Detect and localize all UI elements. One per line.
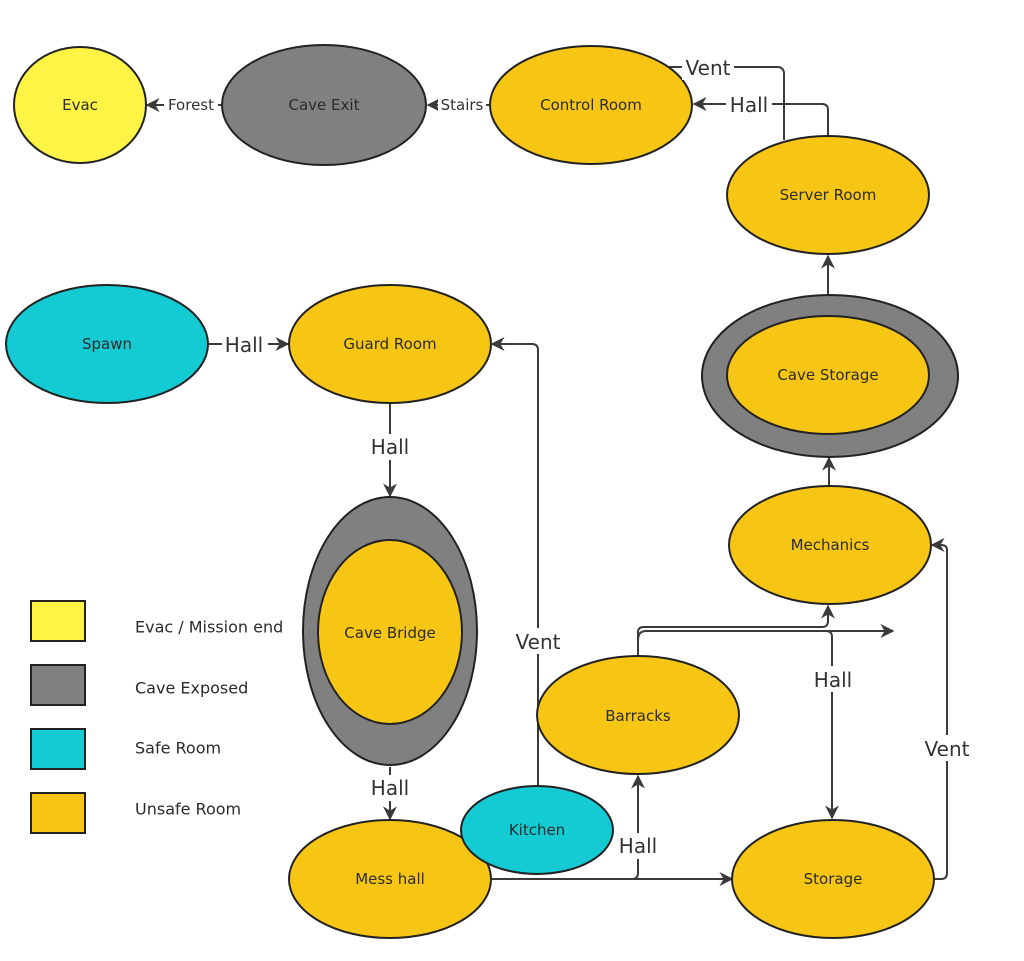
edge-label-vent-top: Vent xyxy=(686,56,731,80)
node-mechanics-shape xyxy=(728,485,932,605)
node-server-room[interactable]: Server Room xyxy=(726,135,930,255)
legend-label-safe-room: Safe Room xyxy=(135,739,221,758)
node-guard-room-shape xyxy=(288,284,492,404)
node-control-room-shape xyxy=(489,45,693,165)
nodes: Evac Cave Exit Control Room Server Room … xyxy=(5,44,959,939)
legend-item-evac: Evac / Mission end xyxy=(30,600,283,642)
edge-label-forest: Forest xyxy=(168,96,214,114)
edge-storage-to-mechanics xyxy=(930,538,948,880)
legend-item-unsafe-room: Unsafe Room xyxy=(30,792,241,834)
edge-server-room-to-control-room-hall xyxy=(692,97,829,135)
legend-item-safe-room: Safe Room xyxy=(30,728,221,770)
node-cave-bridge-shape xyxy=(317,539,463,725)
legend-swatch-unsafe-room xyxy=(30,792,86,834)
node-control-room[interactable]: Control Room xyxy=(489,45,693,165)
node-evac[interactable]: Evac xyxy=(13,46,147,164)
label-bg xyxy=(615,833,661,859)
node-kitchen-label: Kitchen xyxy=(509,821,565,839)
node-cave-storage[interactable]: Cave Storage xyxy=(701,294,959,458)
node-cave-bridge-label: Cave Bridge xyxy=(344,624,435,642)
node-control-room-label: Control Room xyxy=(540,96,642,114)
node-cave-bridge[interactable]: Cave Bridge xyxy=(302,496,478,766)
node-evac-label: Evac xyxy=(62,96,98,114)
legend-swatch-cave-exposed xyxy=(30,664,86,706)
node-evac-shape xyxy=(13,46,147,164)
node-spawn-shape xyxy=(5,284,209,404)
edge-label-stairs: Stairs xyxy=(441,96,484,114)
node-spawn[interactable]: Spawn xyxy=(5,284,209,404)
node-kitchen-shape xyxy=(460,785,614,875)
node-kitchen[interactable]: Kitchen xyxy=(460,785,614,875)
legend-label-evac: Evac / Mission end xyxy=(135,618,283,637)
node-storage[interactable]: Storage xyxy=(731,819,935,939)
node-barracks-shape xyxy=(536,655,740,775)
node-server-room-shape xyxy=(726,135,930,255)
legend-label-cave-exposed: Cave Exposed xyxy=(135,679,248,698)
node-barracks-label: Barracks xyxy=(605,707,671,725)
node-guard-room-label: Guard Room xyxy=(343,335,436,353)
node-cave-exit-label: Cave Exit xyxy=(289,96,360,114)
node-server-room-label: Server Room xyxy=(780,186,877,204)
node-mess-hall-label: Mess hall xyxy=(355,870,425,888)
legend: Evac / Mission end Cave Exposed Safe Roo… xyxy=(30,600,283,834)
edge-label-hall-barracks-storage: Hall xyxy=(814,668,852,692)
edge-labels: Forest Stairs Vent Hall Hall Hall Hall V… xyxy=(164,56,976,859)
node-cave-exit-shape xyxy=(221,44,427,166)
legend-item-cave-exposed: Cave Exposed xyxy=(30,664,248,706)
edge-label-hall-guard: Hall xyxy=(371,435,409,459)
edge-server-room-to-control-room-vent xyxy=(590,60,785,140)
label-bg xyxy=(810,666,856,692)
edge-kitchen-to-guard-room xyxy=(490,337,539,786)
node-barracks[interactable]: Barracks xyxy=(536,655,740,775)
node-mechanics-label: Mechanics xyxy=(791,536,870,554)
label-bg xyxy=(510,628,566,654)
legend-label-unsafe-room: Unsafe Room xyxy=(135,800,241,819)
label-bg xyxy=(222,332,268,356)
edge-label-hall-mess-barracks: Hall xyxy=(619,834,657,858)
label-bg xyxy=(368,775,414,801)
node-storage-label: Storage xyxy=(804,870,863,888)
label-bg xyxy=(368,434,414,460)
edge-barracks-to-storage xyxy=(825,630,839,820)
legend-swatch-evac xyxy=(30,600,86,642)
edge-barracks-to-right xyxy=(637,624,895,641)
edge-barracks-to-mechanics xyxy=(637,604,835,655)
node-cave-storage-shape xyxy=(726,315,930,435)
edge-label-vent-kitchen: Vent xyxy=(516,630,561,654)
node-cave-storage-label: Cave Storage xyxy=(777,366,878,384)
edge-label-hall-top: Hall xyxy=(730,93,768,117)
label-bg xyxy=(438,95,486,115)
edge-mess-hall-to-barracks xyxy=(631,774,645,880)
edge-label-hall-spawn: Hall xyxy=(225,333,263,357)
node-mechanics[interactable]: Mechanics xyxy=(728,485,932,605)
node-guard-room[interactable]: Guard Room xyxy=(288,284,492,404)
label-bg xyxy=(726,93,772,117)
node-cave-exit[interactable]: Cave Exit xyxy=(221,44,427,166)
edge-label-hall-bridge: Hall xyxy=(371,776,409,800)
node-storage-shape xyxy=(731,819,935,939)
label-bg xyxy=(682,56,734,80)
edge-label-vent-storage-mechanics: Vent xyxy=(925,737,970,761)
label-bg xyxy=(164,95,218,115)
legend-swatch-safe-room xyxy=(30,728,86,770)
node-mess-hall[interactable]: Mess hall xyxy=(288,819,492,939)
node-mess-hall-shape xyxy=(288,819,492,939)
node-spawn-label: Spawn xyxy=(82,335,132,353)
label-bg xyxy=(920,735,976,761)
